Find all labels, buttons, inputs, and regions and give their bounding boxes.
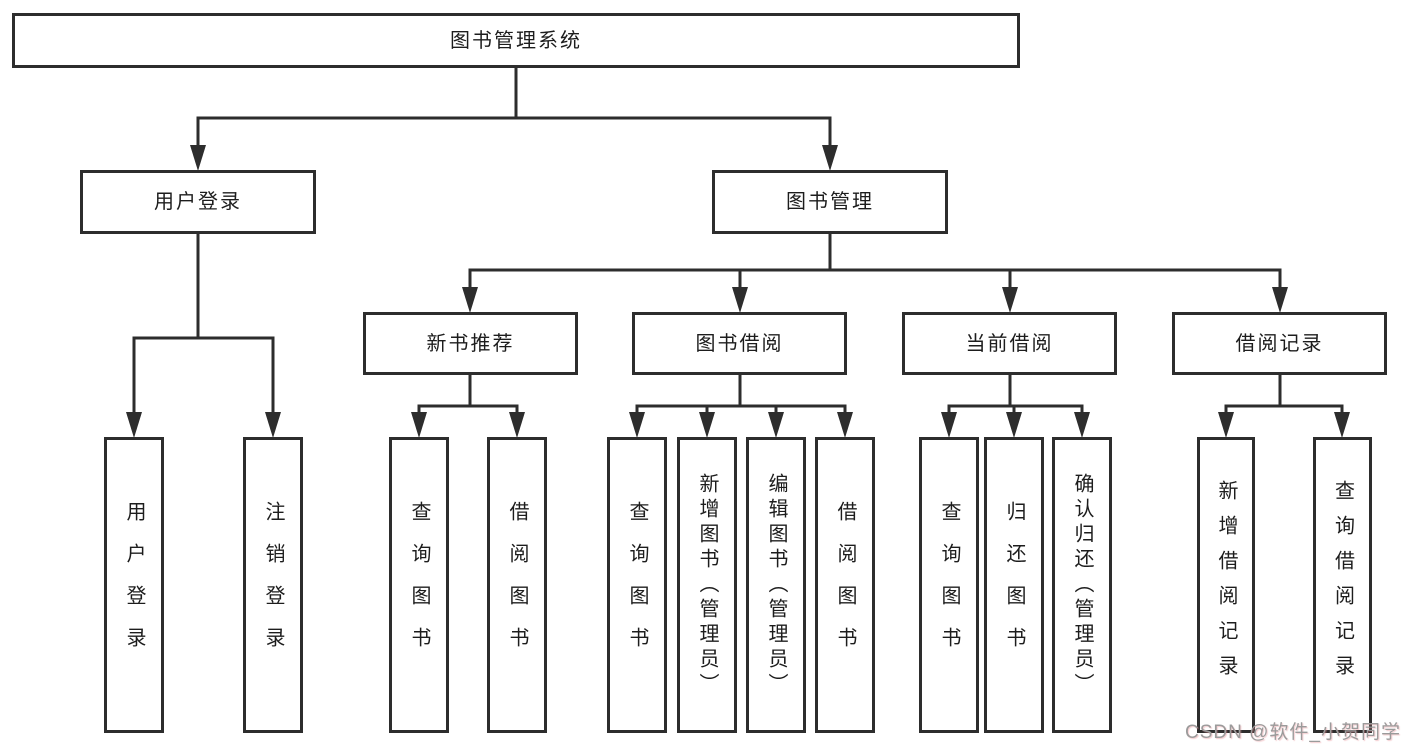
- leaf-add-books-admin-label: 新增图书（管理员）: [696, 472, 718, 698]
- csdn-watermark: CSDN @软件_小贺同学: [1185, 722, 1401, 743]
- leaf-query-books-3-label: 查询图书: [938, 501, 960, 669]
- leaf-return-books-label: 归还图书: [1003, 501, 1025, 669]
- leaf-edit-books-admin-label: 编辑图书（管理员）: [765, 472, 787, 698]
- leaf-user-login-label: 用户登录: [123, 501, 145, 669]
- leaf-logout-login: 注销登录: [243, 437, 303, 733]
- leaf-query-books-1-label: 查询图书: [408, 501, 430, 669]
- node-borrow-records: 借阅记录: [1172, 312, 1387, 375]
- leaf-query-borrow-record-label: 查询借阅记录: [1331, 480, 1354, 690]
- leaf-edit-books-admin: 编辑图书（管理员）: [746, 437, 806, 733]
- leaf-borrow-books-2: 借阅图书: [815, 437, 875, 733]
- node-current-borrow: 当前借阅: [902, 312, 1117, 375]
- leaf-add-borrow-record: 新增借阅记录: [1197, 437, 1255, 733]
- leaf-query-books-1: 查询图书: [389, 437, 449, 733]
- node-new-book-recommend: 新书推荐: [363, 312, 578, 375]
- node-book-management-label: 图书管理: [786, 191, 874, 213]
- leaf-borrow-books-2-label: 借阅图书: [834, 501, 856, 669]
- leaf-borrow-books-1: 借阅图书: [487, 437, 547, 733]
- leaf-borrow-books-1-label: 借阅图书: [506, 501, 528, 669]
- node-user-login-label: 用户登录: [154, 191, 242, 213]
- node-root-system-label: 图书管理系统: [450, 29, 582, 52]
- node-new-book-recommend-label: 新书推荐: [426, 332, 515, 355]
- leaf-add-borrow-record-label: 新增借阅记录: [1215, 480, 1237, 690]
- leaf-confirm-return-admin-label: 确认归还（管理员）: [1071, 472, 1093, 698]
- node-borrow-records-label: 借阅记录: [1235, 332, 1324, 355]
- leaf-query-books-3: 查询图书: [919, 437, 979, 733]
- leaf-query-borrow-record: 查询借阅记录: [1313, 437, 1372, 733]
- leaf-confirm-return-admin: 确认归还（管理员）: [1052, 437, 1112, 733]
- node-current-borrow-label: 当前借阅: [965, 332, 1054, 355]
- leaf-query-books-2: 查询图书: [607, 437, 667, 733]
- node-book-management: 图书管理: [712, 170, 948, 234]
- leaf-add-books-admin: 新增图书（管理员）: [677, 437, 737, 733]
- node-book-borrow-label: 图书借阅: [695, 332, 784, 355]
- node-user-login: 用户登录: [80, 170, 316, 234]
- leaf-logout-login-label: 注销登录: [262, 501, 284, 669]
- node-book-borrow: 图书借阅: [632, 312, 847, 375]
- leaf-user-login: 用户登录: [104, 437, 164, 733]
- leaf-query-books-2-label: 查询图书: [626, 501, 648, 669]
- node-root-system: 图书管理系统: [12, 13, 1020, 68]
- leaf-return-books: 归还图书: [984, 437, 1044, 733]
